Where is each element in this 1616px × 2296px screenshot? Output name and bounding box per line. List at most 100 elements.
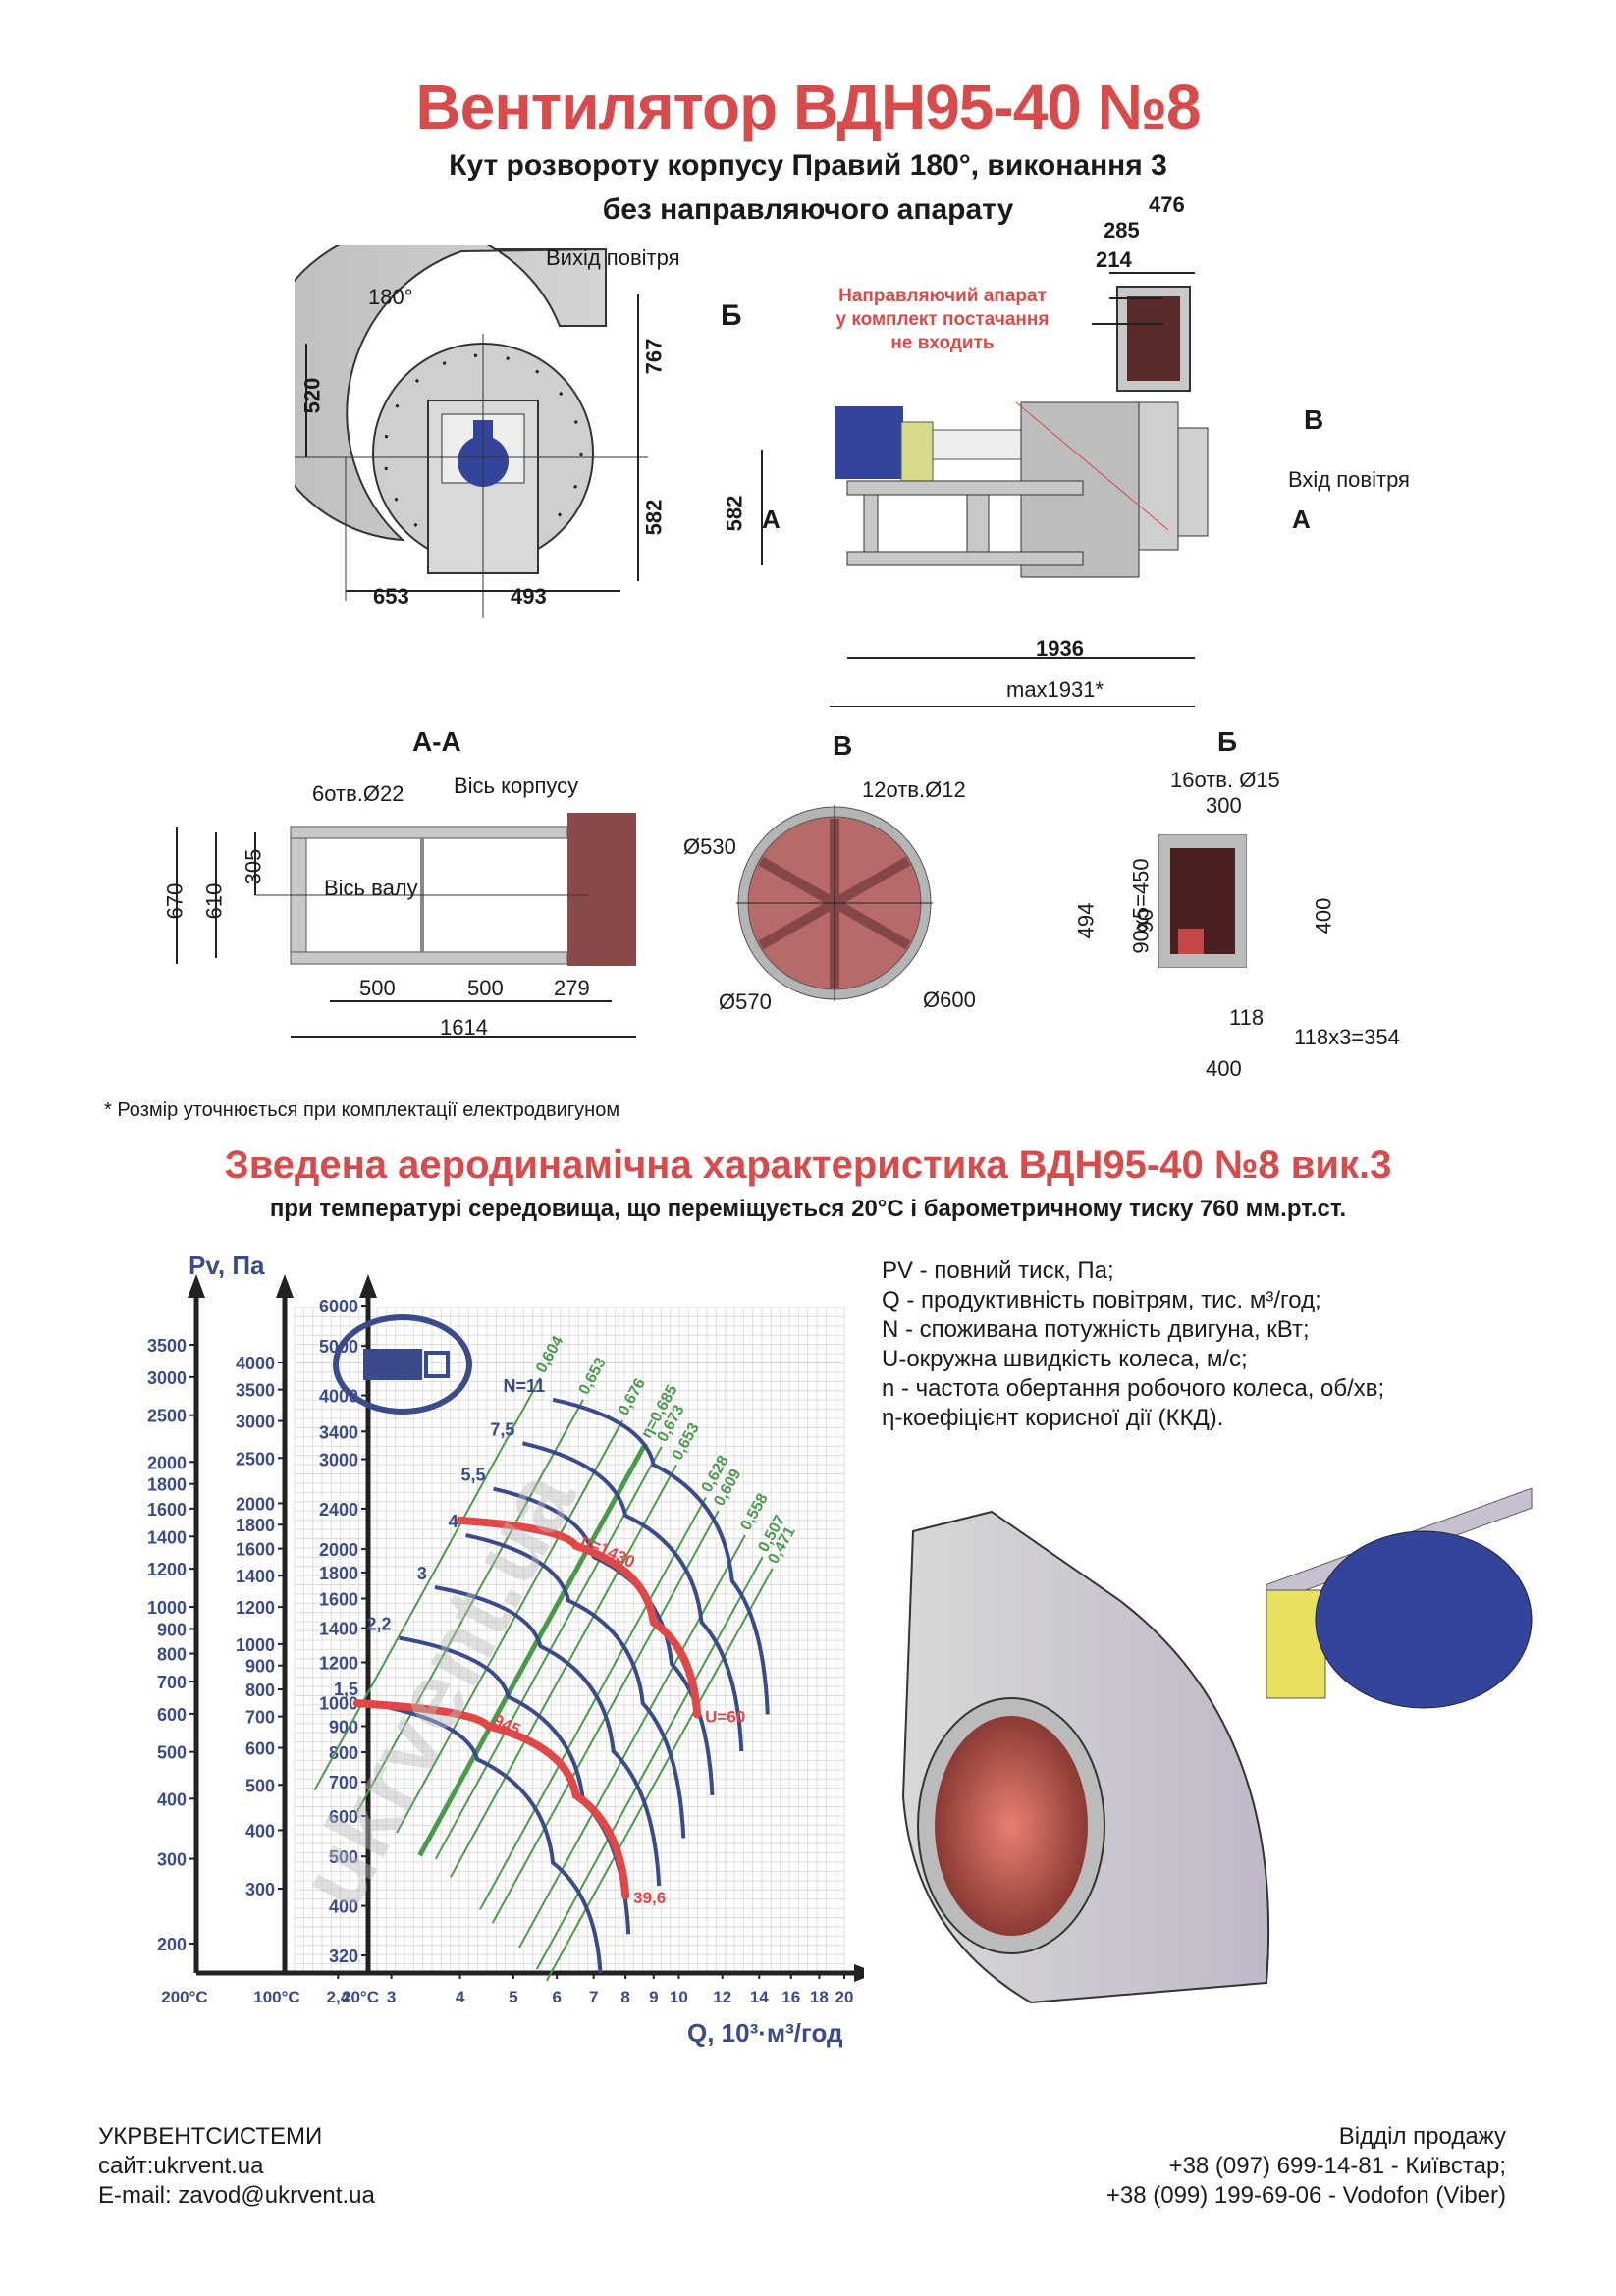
fan-3d-render: [901, 1487, 1533, 2004]
axis-tick-label: 3400: [319, 1422, 358, 1442]
section-b-drawing: [1158, 834, 1247, 968]
axis-tick-label: 2500: [147, 1407, 187, 1426]
temperature-label: 100°C: [253, 1988, 299, 2006]
company-site[interactable]: сайт:ukrvent.ua: [98, 2153, 264, 2179]
axis-tick-label: 1600: [147, 1500, 187, 1520]
efficiency-line: [479, 1496, 707, 1910]
dim-d570: Ø570: [719, 989, 772, 1014]
housing-axis-label: Вісь корпусу: [454, 774, 579, 798]
speed-curve: [352, 1699, 630, 1900]
aa-holes-label: 6отв.Ø22: [312, 781, 404, 806]
power-curve: [465, 1533, 686, 1839]
power-curve: [552, 1397, 770, 1715]
axis-tick-label: 2000: [319, 1540, 358, 1560]
axis-tick-label: 1800: [147, 1475, 187, 1495]
dim-300: 300: [1206, 793, 1242, 818]
axis-tick-label: 320: [329, 1947, 358, 1966]
dim-1614: 1614: [440, 1015, 488, 1040]
x-tick-label: 7: [589, 1988, 598, 2006]
shaft-bearing: [932, 429, 1022, 460]
chart-axes: 3500300025002000180016001400120010009008…: [147, 1274, 864, 2006]
dim-476: 476: [1149, 192, 1185, 217]
axis-tick-label: 1800: [319, 1564, 358, 1583]
axis-tick-label: 300: [157, 1850, 187, 1870]
inlet-opening: [935, 1716, 1088, 1936]
axis-tick-label: 3500: [147, 1336, 187, 1356]
page-subtitle-2: без направляючого апарату: [602, 193, 1014, 226]
legend-item: n - частота обертання робочого колеса, о…: [882, 1375, 1385, 1402]
dim-500-b: 500: [467, 976, 504, 1000]
axis-tick-label: 3000: [236, 1413, 275, 1432]
x-tick-label: 6: [552, 1988, 561, 2006]
x-tick-label: 20: [835, 1988, 854, 2006]
legend-item: η-коефіцієнт корисної дії (ККД).: [882, 1405, 1224, 1431]
axis-tick-label: 800: [157, 1645, 187, 1665]
efficiency-line: [313, 1377, 542, 1791]
x-tick-label: 14: [750, 1988, 769, 2006]
axis-tick-label: 600: [245, 1739, 275, 1759]
axis-tick-label: 300: [245, 1880, 275, 1899]
inlet-collar: [1177, 427, 1209, 537]
axis-tick-label: 600: [329, 1807, 358, 1827]
power-curve-label: 2,2: [367, 1615, 392, 1634]
x-tick-label: 5: [509, 1988, 517, 2006]
section-b-marker: Б: [721, 299, 742, 332]
volute-outline: [295, 245, 607, 542]
dim-90: 90: [1133, 908, 1158, 934]
legend-item: N - споживана потужність двигуна, кВт;: [882, 1316, 1310, 1343]
axis-arrow-icon: [276, 1274, 294, 1298]
dim-582-side: 582: [722, 495, 747, 532]
motor-side: [835, 406, 903, 479]
chart-heading: Зведена аеродинамічна характеристика ВДН…: [224, 1144, 1392, 1187]
sales-phone-1[interactable]: +38 (097) 699-14-81 - Київстар;: [1168, 2153, 1506, 2179]
dim-610: 610: [201, 882, 227, 920]
dim-520: 520: [299, 377, 325, 414]
sales-phone-2[interactable]: +38 (099) 199-69-06 - Vodofon (Viber): [1105, 2182, 1506, 2209]
x-tick-label: 9: [649, 1988, 658, 2006]
axis-tick-label: 800: [245, 1681, 275, 1700]
axis-tick-label: 1200: [147, 1560, 187, 1579]
dim-118: 118: [1229, 1005, 1265, 1030]
sales-title: Відділ продажу: [1338, 2123, 1506, 2150]
motor-3d: [1315, 1530, 1533, 1709]
section-v-drawing: [736, 805, 933, 1001]
outlet-label: Вихід повітря: [546, 245, 680, 270]
axis-tick-label: 700: [245, 1708, 275, 1728]
efficiency-line: [518, 1534, 746, 1949]
x-tick-label: 8: [620, 1988, 629, 2006]
axis-tick-label: 1400: [319, 1620, 358, 1639]
axis-tick-label: 6000: [319, 1297, 358, 1316]
dim-285: 285: [1104, 218, 1140, 242]
dim-max1931: max1931*: [1006, 677, 1104, 702]
dim-493: 493: [511, 584, 547, 609]
section-aa-title: А-А: [412, 726, 461, 757]
efficiency-line: [356, 1399, 584, 1813]
power-curve-label: 3: [417, 1564, 427, 1583]
x-tick-label: 18: [810, 1988, 829, 2006]
chart-subheading: при температурі середовища, що переміщує…: [269, 1196, 1347, 1222]
power-curve-label: 5,5: [461, 1466, 486, 1485]
axis-tick-label: 2000: [236, 1494, 275, 1514]
dim-d530: Ø530: [683, 834, 736, 859]
dim-354: 118x3=354: [1294, 1025, 1400, 1049]
efficiency-line: [545, 1568, 774, 1982]
speed-curve: [456, 1516, 702, 1719]
section-aa-drawing: [176, 813, 636, 1038]
dim-582: 582: [641, 499, 667, 536]
axis-tick-label: 600: [157, 1705, 187, 1725]
axis-tick-label: 500: [245, 1776, 275, 1795]
efficiency-line: [450, 1464, 677, 1878]
axis-tick-label: 700: [157, 1673, 187, 1692]
efficiency-line: [535, 1556, 764, 1970]
axis-tick-label: 1600: [236, 1540, 275, 1560]
axis-tick-label: 400: [245, 1821, 275, 1841]
section-v-title: В: [833, 730, 853, 761]
company-email[interactable]: E-mail: zavod@ukrvent.ua: [98, 2182, 375, 2209]
coupling-guard: [900, 421, 934, 482]
axis-tick-label: 900: [157, 1620, 187, 1639]
page-title: Вентилятор ВДН95-40 №8: [415, 72, 1201, 142]
housing-section: [567, 813, 636, 966]
page-subtitle: Кут розвороту корпусу Правий 180°, викон…: [449, 149, 1167, 182]
axis-tick-label: 2000: [147, 1453, 187, 1472]
